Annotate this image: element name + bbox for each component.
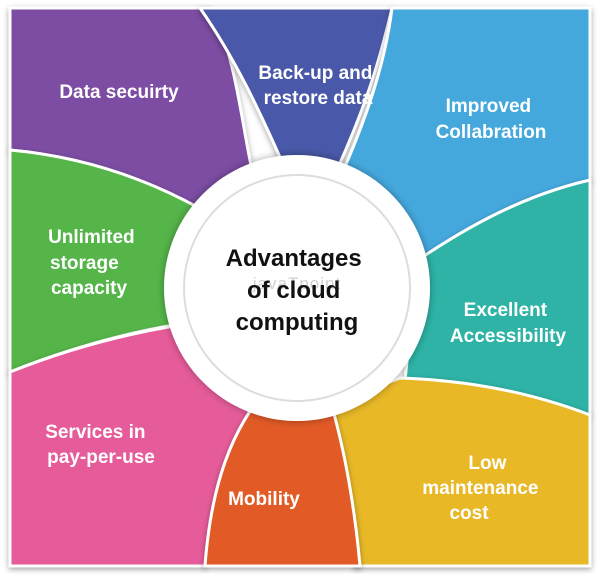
label-line: pay-per-use <box>47 447 155 468</box>
label-line: Collabration <box>436 122 547 143</box>
label-line: restore data <box>264 88 373 109</box>
center-title: Advantages of cloud computing <box>226 245 369 336</box>
label-line: storage <box>50 253 119 274</box>
petal-low-maintenance <box>328 376 592 568</box>
label-line: Unlimited <box>48 227 135 248</box>
label-line: maintenance <box>422 478 538 499</box>
label-line: Data secuirty <box>59 82 179 103</box>
label-line: capacity <box>51 278 127 299</box>
label-line: Excellent <box>464 300 548 321</box>
petal-shape <box>328 376 592 568</box>
label-line: Services in <box>45 422 145 443</box>
label-low-maintenance: Low maintenance cost <box>422 453 543 524</box>
label-data-security: Data secuirty <box>59 82 179 103</box>
label-improved-collaboration: Improved Collabration <box>436 96 547 143</box>
center-title-line: computing <box>236 309 359 336</box>
label-line: Back-up and <box>258 63 372 84</box>
label-excellent-accessibility: Excellent Accessibility <box>450 300 567 347</box>
label-services-pay-per-use: Services in pay-per-use <box>45 422 155 468</box>
center-title-line: of cloud <box>247 277 340 304</box>
label-line: cost <box>449 503 489 524</box>
center-hub: javaTpoint Advantages of cloud computing <box>164 155 430 421</box>
label-mobility: Mobility <box>228 489 300 510</box>
label-line: Mobility <box>228 489 300 510</box>
label-line: Accessibility <box>450 326 567 347</box>
label-line: Low <box>468 453 506 474</box>
label-line: Improved <box>446 96 532 117</box>
center-title-line: Advantages <box>226 245 362 272</box>
center-inner-border <box>183 174 411 402</box>
label-back-up-restore: Back-up and restore data <box>258 63 377 109</box>
watermark-text: javaTpoint <box>252 274 341 293</box>
label-unlimited-storage: Unlimited storage capacity <box>48 227 140 299</box>
